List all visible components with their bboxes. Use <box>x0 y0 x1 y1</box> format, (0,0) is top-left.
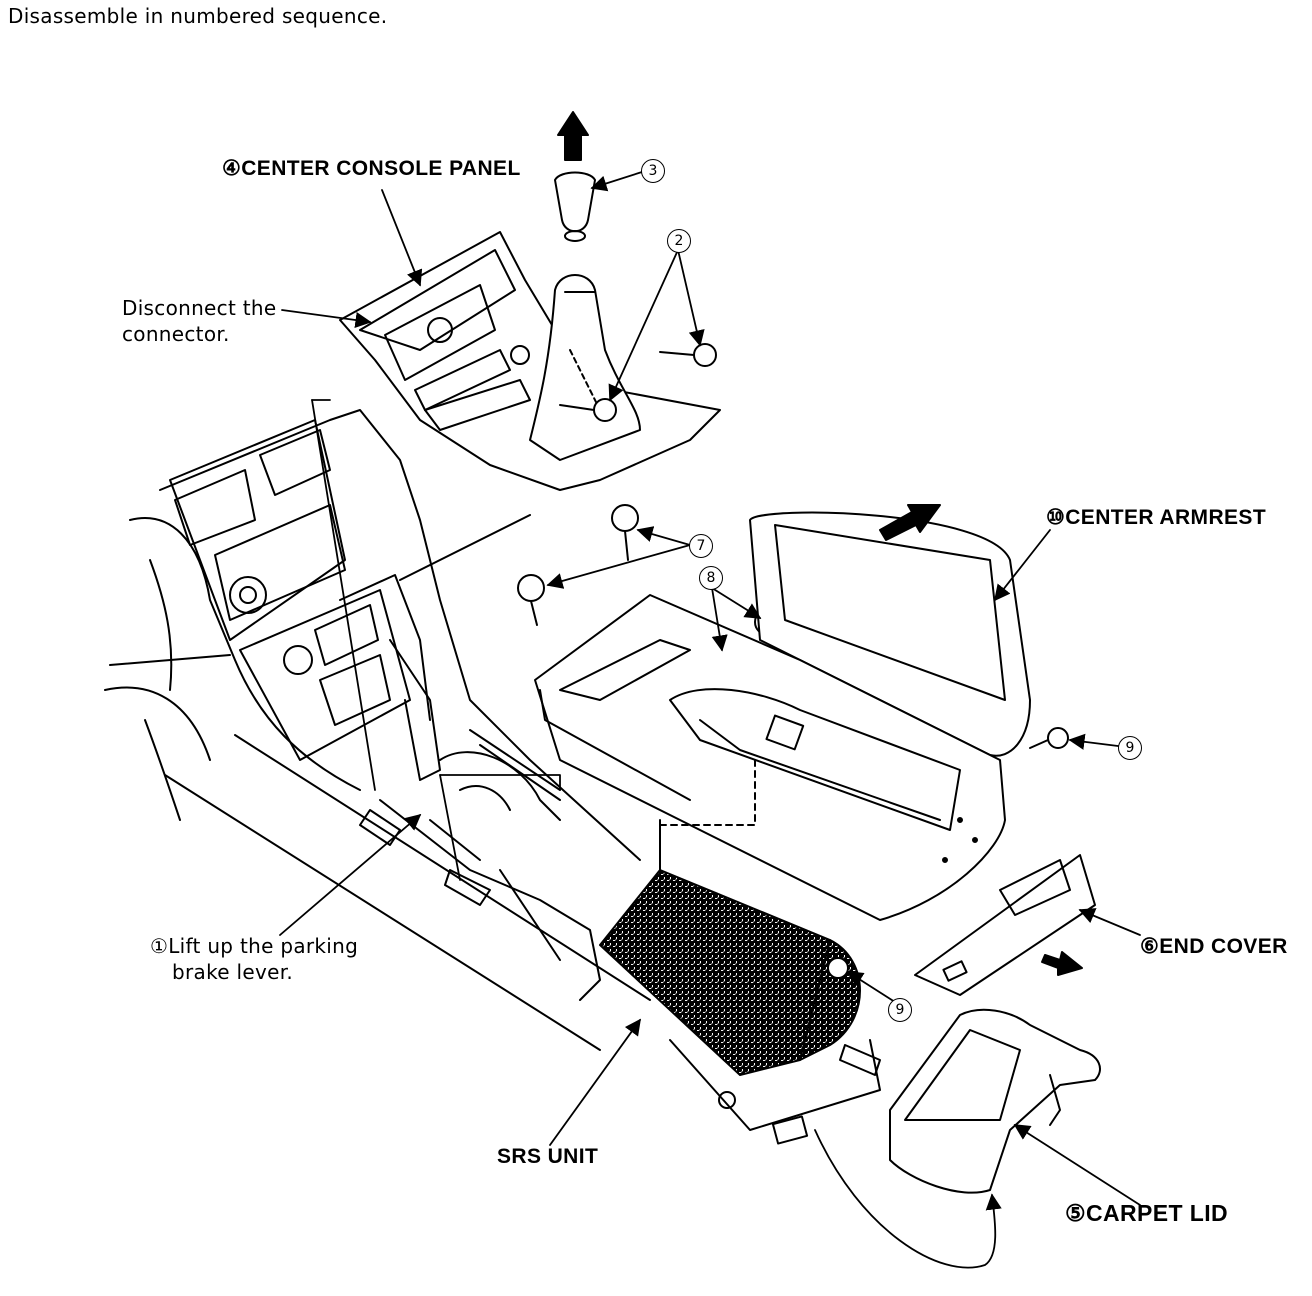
center-console-panel-part <box>339 231 721 491</box>
center-armrest-label: ⑩CENTER ARMREST <box>1046 506 1267 529</box>
screws-2 <box>559 343 717 422</box>
dashboard-outline <box>104 409 651 1051</box>
carpet-lid-label: ⑤CARPET LID <box>1065 1200 1229 1226</box>
carpet-lid-part <box>889 1008 1101 1194</box>
callout-8: 8 <box>699 566 723 590</box>
callout-9-top: 9 <box>1118 736 1142 760</box>
center-console-panel-label: ④CENTER CONSOLE PANEL <box>222 157 521 180</box>
callout-2: 2 <box>667 229 691 253</box>
callout-7: 7 <box>689 534 713 558</box>
callout-9-bottom: 9 <box>888 998 912 1022</box>
srs-unit-label: SRS UNIT <box>497 1145 599 1168</box>
callout-3: 3 <box>641 159 665 183</box>
parking-brake-label-line2: brake lever. <box>172 960 294 984</box>
instruction-text: Disassemble in numbered sequence. <box>8 4 388 28</box>
end-cover-arrow <box>1041 951 1083 976</box>
shift-knob-part <box>554 111 596 242</box>
end-cover-part <box>914 854 1096 996</box>
parking-brake-label-line1: ①Lift up the parking <box>150 934 359 958</box>
leader-lines <box>279 171 1141 1269</box>
screws-9 <box>827 727 1069 979</box>
end-cover-label: ⑥END COVER <box>1140 935 1288 958</box>
armrest-lift-arrow <box>879 504 941 541</box>
center-armrest-part <box>534 511 1031 921</box>
disconnect-connector-label-line1: Disconnect the <box>122 296 277 320</box>
disconnect-connector-label-line2: connector. <box>122 322 230 346</box>
